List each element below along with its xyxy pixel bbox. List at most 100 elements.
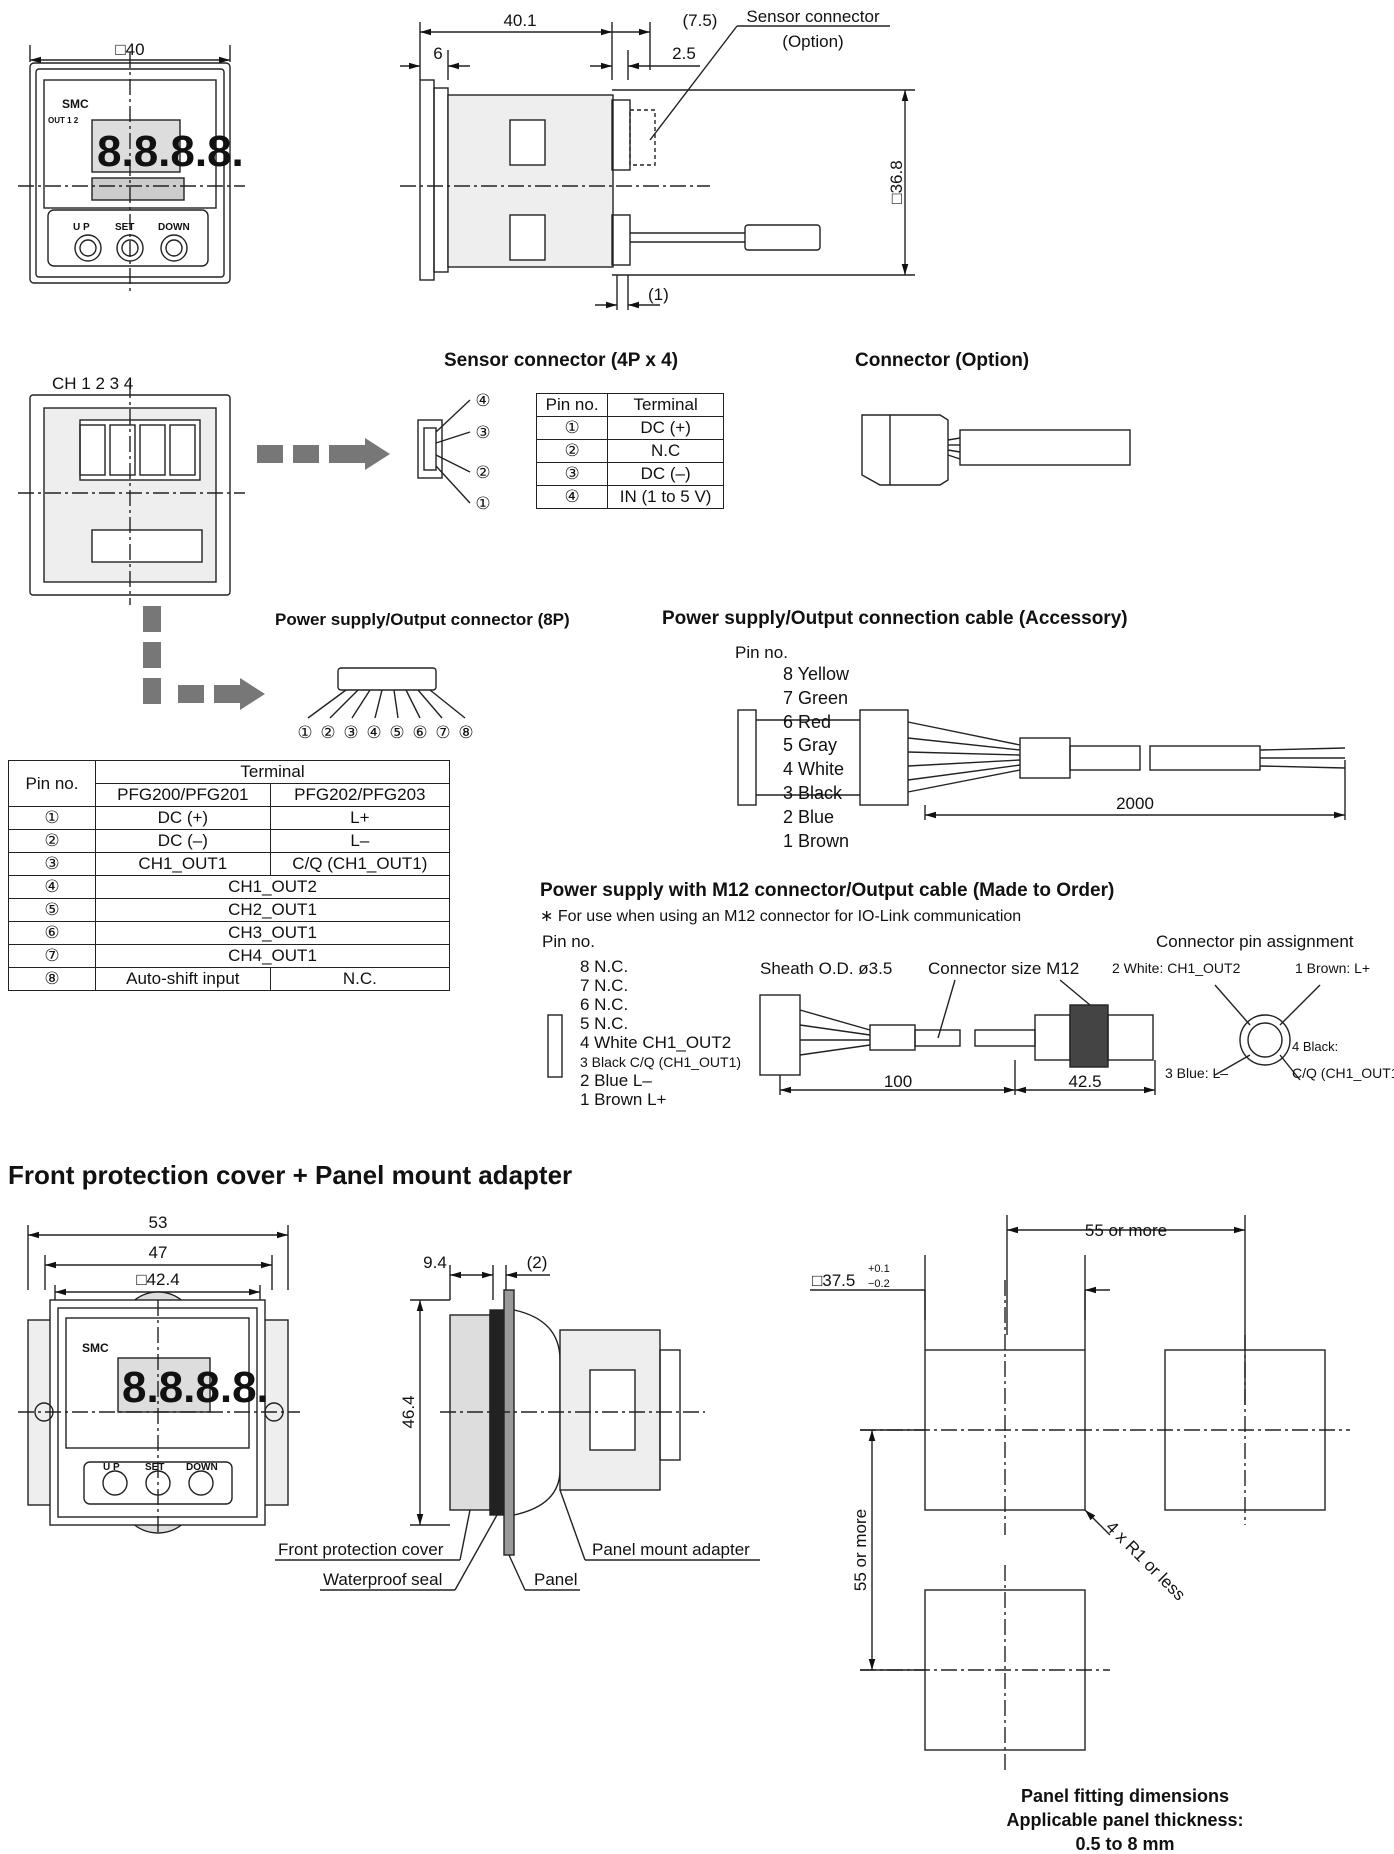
cover-side-view xyxy=(275,1265,760,1591)
power-row-pin: ④ xyxy=(8,875,96,899)
cable-pin-no-label: Pin no. xyxy=(735,643,788,662)
m12-pin-no-label: Pin no. xyxy=(542,932,595,951)
connector-option-title: Connector (Option) xyxy=(855,350,1030,371)
connector-option-drawing xyxy=(861,414,1131,486)
power-pin-table: Pin no. Terminal PFG200/PFG201 PFG202/PF… xyxy=(8,760,451,991)
cable-pin-7: 7 Green xyxy=(783,688,848,708)
cable-pin-3: 3 Black xyxy=(783,783,843,803)
m12-pin-4: 4 White CH1_OUT2 xyxy=(580,1033,731,1052)
panel-tol-upper: +0.1 xyxy=(868,1263,890,1275)
power-row-merged: CH1_OUT2 xyxy=(95,875,450,899)
cable-title: Power supply/Output connection cable (Ac… xyxy=(662,608,1128,629)
power-row-pin: ③ xyxy=(8,852,96,876)
sensor-pin-3: ③ xyxy=(475,423,490,442)
label-waterproof-seal: Waterproof seal xyxy=(323,1570,442,1589)
sensor-connector-callout: Sensor connector xyxy=(746,7,880,26)
sensor-row-pin: ② xyxy=(535,439,609,463)
panel-dim-55-h: 55 or more xyxy=(1085,1221,1167,1240)
power-row-pin: ⑧ xyxy=(8,967,96,991)
dim-2-5: 2.5 xyxy=(672,44,696,63)
cable-pin-6: 6 Red xyxy=(783,712,831,732)
front-cover-title: Front protection cover + Panel mount ada… xyxy=(8,1160,573,1190)
m12-pin-3: 3 Black C/Q (CH1_OUT1) xyxy=(580,1054,741,1070)
power-table-header-col2: PFG202/PFG203 xyxy=(269,783,451,807)
cover-btn-up-label: U P xyxy=(103,1462,120,1473)
sensor-row-terminal: N.C xyxy=(607,439,724,463)
power-row-pin: ① xyxy=(8,806,96,830)
cover-brand-logo: SMC xyxy=(82,1341,109,1355)
cover-btn-set-label: SET xyxy=(145,1462,164,1473)
power-row-col2: C/Q (CH1_OUT1) xyxy=(269,852,451,876)
option-callout: (Option) xyxy=(782,32,843,51)
rear-view xyxy=(18,382,245,605)
cover-dim-9-4: 9.4 xyxy=(423,1253,447,1272)
power-table-header-col1: PFG200/PFG201 xyxy=(95,783,271,807)
power-connector-drawing xyxy=(307,667,466,719)
power-row-col1: CH1_OUT1 xyxy=(95,852,271,876)
side-view xyxy=(400,22,915,310)
cover-dim-2: (2) xyxy=(527,1253,548,1272)
dim-40-1: 40.1 xyxy=(503,11,536,30)
m12-pin-5: 5 N.C. xyxy=(580,1014,628,1033)
m12-pin-1: 1 Brown L+ xyxy=(580,1090,667,1109)
power-row-merged: CH3_OUT1 xyxy=(95,921,450,945)
power-connector-title: Power supply/Output connector (8P) xyxy=(275,610,570,629)
sensor-row-terminal: DC (+) xyxy=(607,416,724,440)
btn-down-label: DOWN xyxy=(158,222,190,233)
m12-pin-labels: 8 N.C. 7 N.C. 6 N.C. 5 N.C. 4 White CH1_… xyxy=(580,957,741,1109)
cable-length: 2000 xyxy=(1116,794,1154,813)
front-view xyxy=(18,45,245,295)
label-panel: Panel xyxy=(534,1570,577,1589)
brand-logo: SMC xyxy=(62,97,89,111)
dim-36-8: □36.8 xyxy=(887,160,906,203)
m12-note: ∗ For use when using an M12 connector fo… xyxy=(540,908,1022,925)
cover-btn-down-label: DOWN xyxy=(186,1462,218,1473)
dim-6: 6 xyxy=(433,44,442,63)
m12-cable-drawing xyxy=(547,979,1321,1095)
power-row-merged: CH2_OUT1 xyxy=(95,898,450,922)
m12-pin-6: 6 N.C. xyxy=(580,995,628,1014)
pc-pin-2: ② xyxy=(320,723,335,742)
btn-up-label: U P xyxy=(73,222,90,233)
power-table-header-terminal: Terminal xyxy=(95,760,450,784)
label-front-cover: Front protection cover xyxy=(278,1540,444,1559)
m12-conn-size-label: Connector size M12 xyxy=(928,959,1079,978)
panel-cutout xyxy=(810,1215,1350,1770)
panel-radius-note: 4 x R1 or less xyxy=(1102,1517,1189,1604)
sensor-pin-4: ④ xyxy=(475,391,490,410)
power-row-merged: CH4_OUT1 xyxy=(95,944,450,968)
sensor-connector-drawing xyxy=(417,399,471,504)
m12-title: Power supply with M12 connector/Output c… xyxy=(540,880,1115,901)
m12-assign-1: 1 Brown: L+ xyxy=(1295,960,1370,976)
m12-assign-title: Connector pin assignment xyxy=(1156,932,1354,951)
power-row-col1: DC (+) xyxy=(95,806,271,830)
m12-pin-7: 7 N.C. xyxy=(580,976,628,995)
m12-dim-100: 100 xyxy=(884,1072,912,1091)
sensor-connector-title: Sensor connector (4P x 4) xyxy=(444,350,679,371)
power-row-col2: L– xyxy=(269,829,451,853)
pc-pin-5: ⑤ xyxy=(389,723,404,742)
cable-pin-4: 4 White xyxy=(783,759,844,779)
digit-display: 8.8.8.8. xyxy=(97,127,244,176)
pc-pin-3: ③ xyxy=(343,723,358,742)
cover-dim-46-4: 46.4 xyxy=(399,1395,418,1428)
pc-pin-8: ⑧ xyxy=(458,723,473,742)
power-row-col1: Auto-shift input xyxy=(95,967,271,991)
m12-dim-42-5: 42.5 xyxy=(1068,1072,1101,1091)
sensor-row-terminal: IN (1 to 5 V) xyxy=(607,485,724,509)
m12-assign-4b: C/Q (CH1_OUT1) xyxy=(1292,1065,1394,1081)
cover-dim-47: 47 xyxy=(149,1243,168,1262)
pc-pin-1: ① xyxy=(297,723,312,742)
power-row-pin: ② xyxy=(8,829,96,853)
power-row-pin: ⑦ xyxy=(8,944,96,968)
m12-assign-2: 2 White: CH1_OUT2 xyxy=(1112,960,1241,976)
cover-dim-42-4: □42.4 xyxy=(136,1270,179,1289)
power-connector-pin-labels: ① ② ③ ④ ⑤ ⑥ ⑦ ⑧ xyxy=(297,723,473,742)
cable-pin-5: 5 Gray xyxy=(783,735,837,755)
cable-pin-8: 8 Yellow xyxy=(783,664,850,684)
cover-front-view xyxy=(18,1225,300,1535)
sensor-row-pin: ① xyxy=(535,416,609,440)
m12-pin-2: 2 Blue L– xyxy=(580,1071,652,1090)
